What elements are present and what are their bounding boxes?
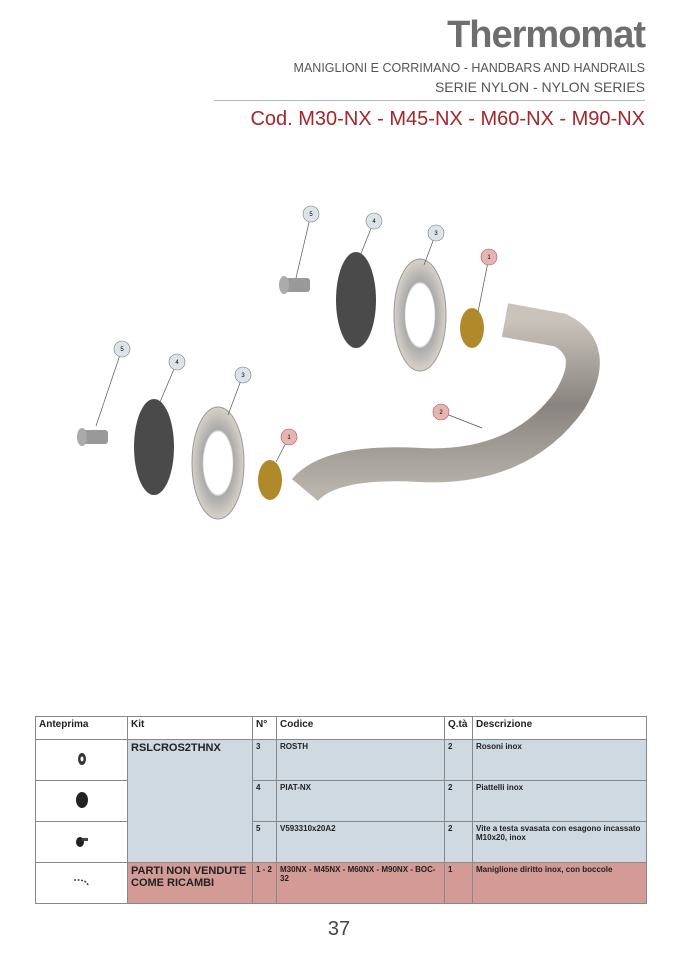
callout-3: 3 [427,224,445,242]
callout-5: 5 [113,340,131,358]
callout-4: 4 [168,353,186,371]
col-description: Descrizione [472,716,647,740]
svg-text:4: 4 [372,219,376,225]
callout-2: 2 [432,403,450,421]
part-4-plate-lower [134,399,174,495]
part-5-screw-lower [77,428,108,446]
handle-tube [291,303,600,502]
part-code: ROSTH [276,739,445,781]
part-qty: 2 [444,780,473,822]
category-title: MANIGLIONI E CORRIMANO - HANDBARS AND HA… [293,61,645,75]
svg-text:5: 5 [309,212,313,218]
svg-text:1: 1 [487,255,491,261]
part-description: Maniglione diritto inox, con boccole [472,862,647,904]
handle-thumbnail [35,862,128,904]
exploded-view-drawing: 5 4 3 1 5 4 3 1 2 [77,205,600,520]
product-codes: Cod. M30-NX - M45-NX - M60-NX - M90-NX [250,108,645,130]
brand-logo: Thermomat [447,14,646,56]
svg-text:4: 4 [175,360,179,366]
table-header: Anteprima Kit N° Codice Q.tà Descrizione [35,716,647,740]
part-number: 4 [252,780,277,822]
col-qty: Q.tà [444,716,473,740]
callout-3: 3 [234,366,252,384]
part-3-rosette-upper [393,258,447,372]
part-code: PIAT-NX [276,780,445,822]
screw-thumbnail [35,821,128,863]
part-description: Piattelli inox [472,780,647,822]
callout-1: 1 [280,428,298,446]
col-number: N° [252,716,277,740]
svg-text:1: 1 [287,435,291,441]
col-preview: Anteprima [35,716,128,740]
col-code: Codice [276,716,445,740]
table-row: RSLCROS2THNX 3 ROSTH 2 Rosoni inox [35,739,647,863]
plate-thumbnail [35,780,128,822]
col-kit: Kit [127,716,253,740]
table-row: 5 V593310x20A2 2 Vite a testa svasata co… [35,821,647,863]
part-1-bushing-lower [258,460,282,500]
kit-name: RSLCROS2THNX [127,739,253,863]
part-number: 1 - 2 [252,862,277,904]
part-number: 5 [252,821,277,863]
callout-5: 5 [302,205,320,223]
part-qty: 2 [444,739,473,781]
part-5-screw-upper [279,276,310,294]
part-description: Vite a testa svasata con esagono incassa… [472,821,647,863]
svg-text:3: 3 [434,231,438,237]
table-row: PARTI NON VENDUTE COME RICAMBI 1 - 2 M30… [35,862,647,904]
callout-4: 4 [365,212,383,230]
header-divider [214,100,645,101]
page-number: 37 [327,918,351,940]
part-number: 3 [252,739,277,781]
svg-text:2: 2 [439,410,443,416]
part-code: M30NX - M45NX - M60NX - M90NX - BOC-32 [276,862,445,904]
part-1-bushing-upper [460,308,484,348]
part-3-rosette-lower [191,406,245,520]
callout-1: 1 [480,248,498,266]
rosette-thumbnail [35,739,128,781]
part-4-plate-upper [336,252,376,348]
part-description: Rosoni inox [472,739,647,781]
svg-text:3: 3 [241,373,245,379]
table-row: 4 PIAT-NX 2 Piattelli inox [35,780,647,822]
series-title: SERIE NYLON - NYLON SERIES [434,79,645,95]
parts-table: Anteprima Kit N° Codice Q.tà Descrizione… [35,716,647,904]
part-code: V593310x20A2 [276,821,445,863]
svg-text:5: 5 [120,347,124,353]
part-qty: 1 [444,862,473,904]
part-qty: 2 [444,821,473,863]
kit-name: PARTI NON VENDUTE COME RICAMBI [127,862,253,904]
